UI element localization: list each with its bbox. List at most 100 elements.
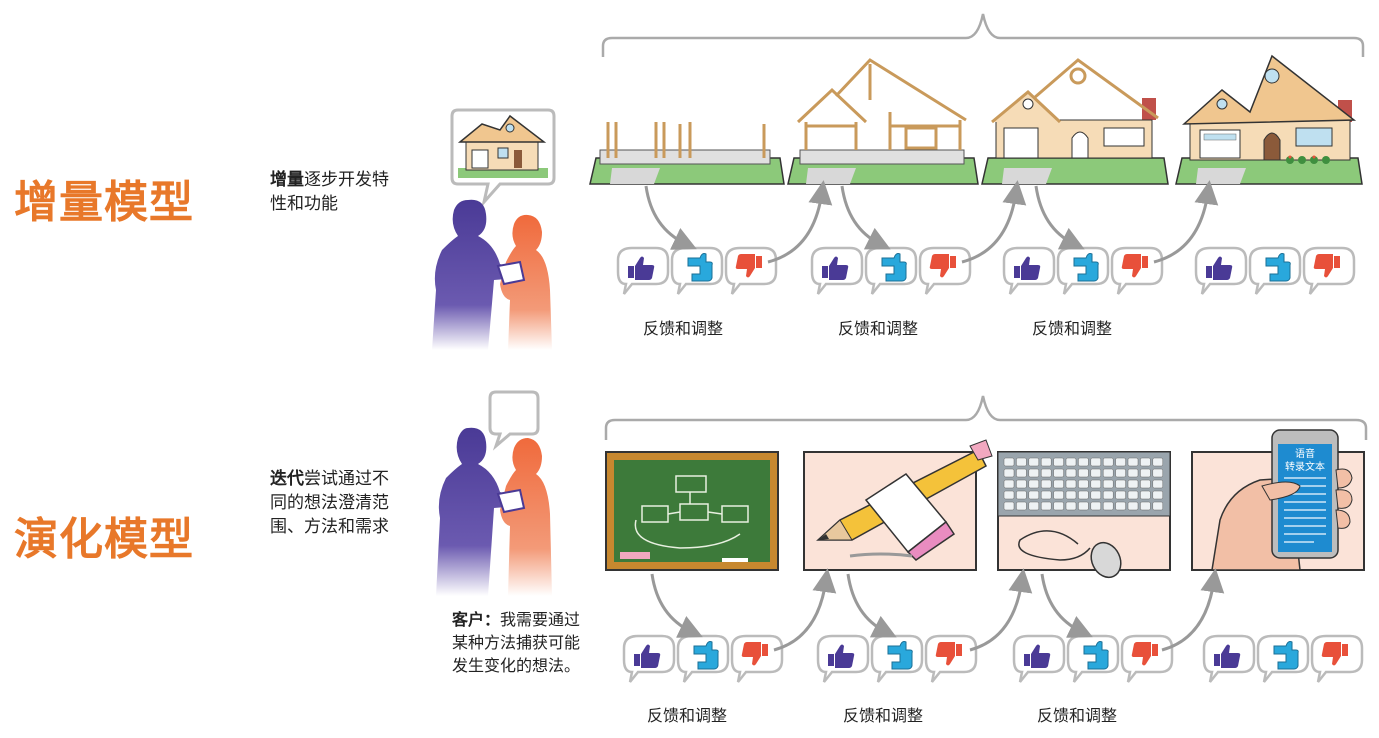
incremental-desc-bold: 增量 [270,170,304,190]
keyboard-key [1115,468,1126,478]
incremental-description: 增量逐步开发特性和功能 [270,168,398,216]
keyboard-key [1040,457,1052,467]
keyboard-key [1152,479,1164,489]
keyboard-key [1016,490,1027,500]
keyboard-key [1152,457,1164,467]
feedback-trio-bottom-3 [1012,634,1174,684]
keyboard-key [1102,501,1114,511]
keyboard-key [1078,457,1089,467]
empty-speech-bubble [488,390,540,451]
keyboard-key [1102,457,1114,467]
keyboard-key [1152,501,1164,511]
feedback-trio-top-3 [1002,246,1164,296]
iterative-title: 演化模型 [14,514,194,565]
keyboard-key [1127,468,1139,478]
feedback-trio-bottom-4 [1202,634,1364,684]
mouse-icon [1090,541,1122,579]
keyboard-key [1053,501,1064,511]
keyboard-key [1102,468,1114,478]
keyboard-key [1115,490,1126,500]
keyboard-key [1078,468,1089,478]
incremental-desc-rest: 逐步开发特性和功能 [270,170,389,214]
phone-icon: 语音 转录文本 [1271,429,1339,559]
keyboard-key [1065,479,1077,489]
keyboard-key [1053,457,1064,467]
keyboard-key [1140,479,1151,489]
keyboard-key [1152,468,1164,478]
keyboard-key [1003,457,1015,467]
feedback-trio-bottom-1 [622,634,784,684]
keyboard-key [1065,457,1077,467]
iterative-description: 迭代尝试通过不同的想法澄清范围、方法和需求 [270,467,400,539]
keyboard-key [1040,490,1052,500]
keyboard-key [1078,490,1089,500]
customer-quote-text: 我需要通过某种方法捕获可能发生变化的想法。 [452,610,581,675]
house-stage-frame [787,58,979,185]
keyboard-key [1152,490,1164,500]
house-stage-foundation [589,122,785,185]
keyboard-key [1140,457,1151,467]
keyboard-key [1127,501,1139,511]
keyboard-key [1078,501,1089,511]
feedback-label-bottom-1: 反馈和调整 [647,706,728,725]
phone-text-line1: 语音 [1295,447,1315,460]
keyboard-key [1028,468,1040,478]
keyboard-key [1016,457,1027,467]
feedback-label-top-2: 反馈和调整 [838,319,919,338]
phone-panel: 语音 转录文本 [1191,429,1365,571]
iterative-desc-rest: 尝试通过不同的想法澄清范围、方法和需求 [270,469,389,537]
iterative-desc-bold: 迭代 [270,469,304,489]
pencil-panel [803,439,993,571]
keyboard-key [1053,479,1064,489]
keyboard-key [1040,501,1052,511]
top-arrows [644,180,1219,264]
keyboard-key [1028,490,1040,500]
keyboard-key [1127,490,1139,500]
bottom-arrows [650,568,1225,652]
feedback-trio-top-4 [1194,246,1356,296]
keyboard-key [1016,501,1027,511]
keyboard-key [1127,479,1139,489]
feedback-trio-top-2 [810,246,972,296]
keyboard-key [1053,490,1064,500]
house-stage-finished [1175,54,1363,185]
keyboard-key [1090,501,1102,511]
keyboard-key [1078,479,1089,489]
keyboard-key [1028,479,1040,489]
keyboard-key [1140,468,1151,478]
customer-quote-bold: 客户： [452,610,501,629]
feedback-label-top-3: 反馈和调整 [1032,319,1113,338]
keyboard-key [1003,490,1015,500]
keyboard-panel [997,451,1171,579]
people-bottom-silhouette [436,427,552,596]
keyboard-key [1028,501,1040,511]
people-top-silhouette [432,199,552,350]
keyboard-key [1115,501,1126,511]
keyboard-key [1003,479,1015,489]
feedback-label-bottom-3: 反馈和调整 [1037,706,1118,725]
feedback-trio-top-1 [616,246,778,296]
keyboard-key [1127,457,1139,467]
keyboard-key [1090,479,1102,489]
feedback-label-top-1: 反馈和调整 [643,319,724,338]
keyboard-key [1053,468,1064,478]
keyboard-key [1090,490,1102,500]
keyboard-key [1040,479,1052,489]
keyboard-key [1016,468,1027,478]
top-brace [601,13,1365,57]
keyboard-key [1102,490,1114,500]
phone-text-line2: 转录文本 [1285,460,1325,473]
keyboard-key [1090,457,1102,467]
keyboard-key [1003,501,1015,511]
chalkboard-icon [634,475,749,549]
keyboard-key [1003,468,1015,478]
keyboard-key [1065,490,1077,500]
keyboard-key [1140,501,1151,511]
house-stage-walls [981,58,1169,185]
keyboard-key [1028,457,1040,467]
keyboard-key [1140,490,1151,500]
keyboard-key [1040,468,1052,478]
keyboard-key [1065,468,1077,478]
keyboard-key [1090,468,1102,478]
